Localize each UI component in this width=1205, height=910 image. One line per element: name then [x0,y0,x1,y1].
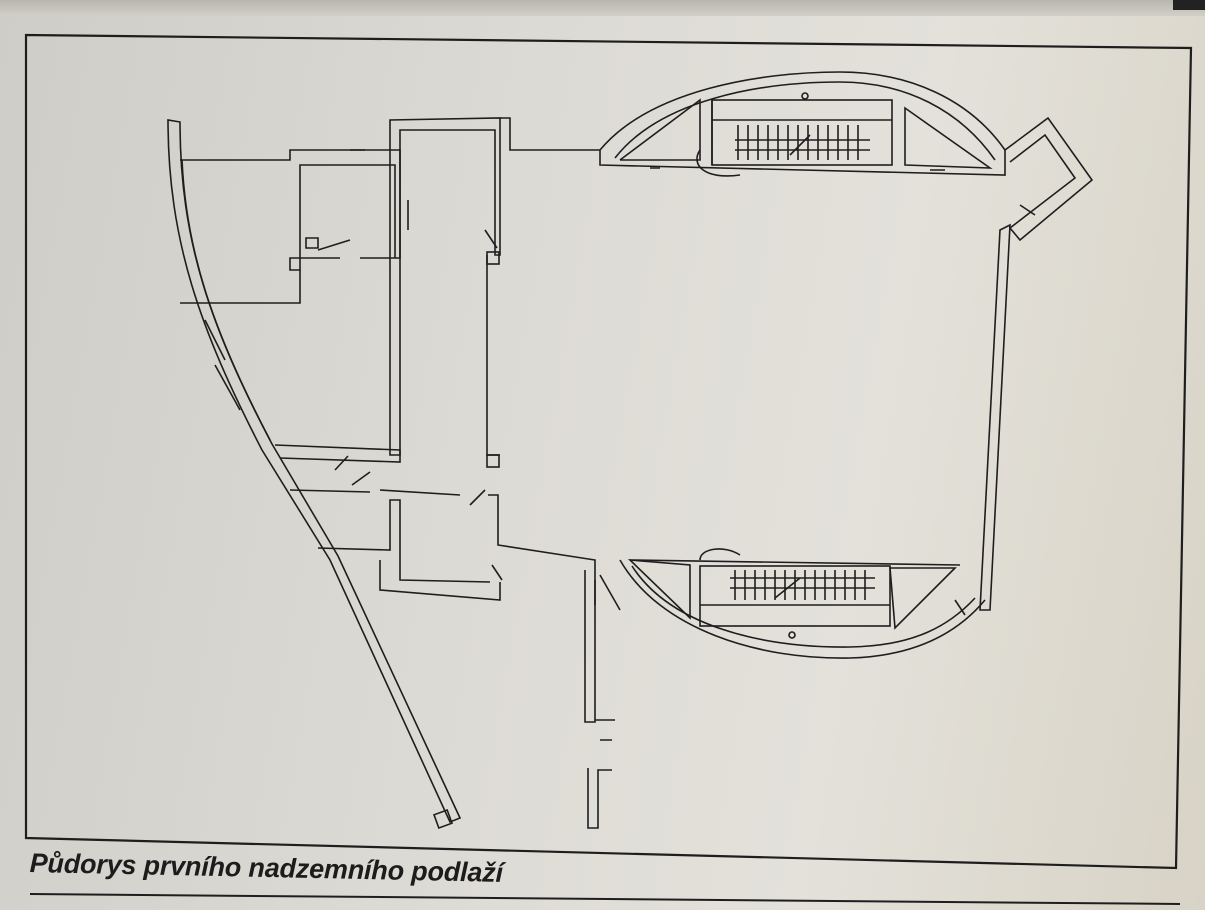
walls [167,71,1094,829]
upper-stair-treads [735,125,870,160]
drawing-frame [24,33,1193,870]
lower-stair-treads [730,570,875,600]
caption-rule [30,893,1181,905]
page-top-edge [0,0,1205,16]
corner-mark [1173,0,1205,10]
